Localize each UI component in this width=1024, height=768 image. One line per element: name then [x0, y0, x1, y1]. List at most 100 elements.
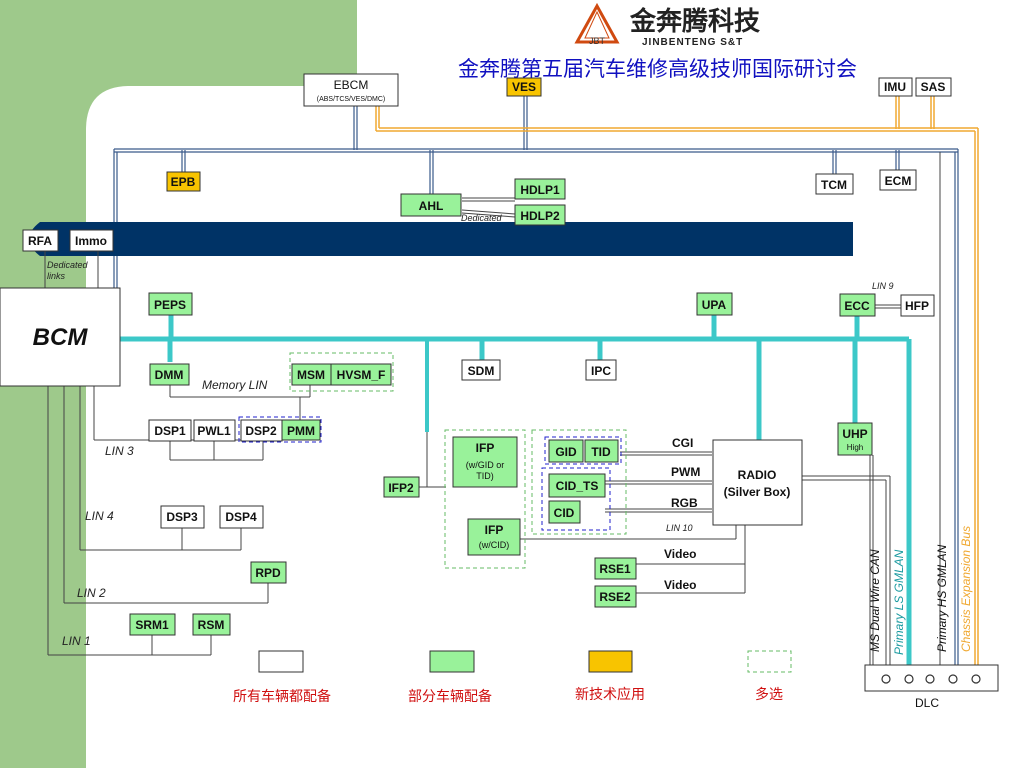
video1-label: Video	[664, 547, 696, 561]
lin2-label: LIN 2	[77, 586, 106, 600]
hfp-module[interactable]	[900, 294, 935, 317]
ebcm-module[interactable]	[303, 73, 399, 107]
dsp4-module[interactable]	[219, 505, 264, 529]
sas-module[interactable]	[915, 77, 952, 97]
legend-swatch-new	[588, 650, 633, 673]
ifp-cid-module[interactable]	[467, 518, 521, 556]
tcm-label: TCM	[821, 178, 847, 192]
pwm-label: PWM	[671, 465, 700, 479]
video2-label: Video	[664, 578, 696, 592]
rfa-label: RFA	[28, 234, 52, 248]
dmm-label: DMM	[155, 368, 184, 382]
tid-label: TID	[591, 445, 611, 459]
ifp-module[interactable]	[452, 436, 518, 488]
ifp2-module[interactable]	[383, 476, 420, 498]
rse1-module[interactable]	[594, 557, 637, 580]
rse2-module[interactable]	[594, 585, 637, 608]
imu-module[interactable]	[878, 77, 913, 97]
ebcm-sublabel: (ABS/TCS/VES/DMC)	[317, 96, 385, 103]
peps-module[interactable]	[148, 292, 193, 316]
cid-label: CID	[554, 506, 575, 520]
upa-module[interactable]	[696, 292, 733, 316]
radio-label: RADIO	[738, 468, 777, 482]
dlc-label: DLC	[915, 696, 939, 710]
sdm-label: SDM	[468, 364, 495, 378]
immo-label: Immo	[75, 234, 107, 248]
legend-some-vehicles: 部分车辆配备	[408, 688, 492, 704]
srm1-label: SRM1	[135, 618, 169, 632]
imu-label: IMU	[884, 80, 906, 94]
pmm-module[interactable]	[281, 419, 321, 441]
rfa-module[interactable]	[22, 229, 59, 252]
lin3-label: LIN 3	[105, 444, 134, 458]
dlc-pins	[881, 674, 981, 684]
hdlp2-module[interactable]	[514, 204, 566, 226]
company-name-en: JINBENTENG S&T	[642, 37, 743, 48]
rsm-module[interactable]	[192, 613, 231, 636]
rgb-label: RGB	[671, 496, 698, 510]
dmm-module[interactable]	[149, 363, 190, 386]
hfp-label: HFP	[905, 299, 929, 313]
dsp2-label: DSP2	[245, 424, 277, 438]
ifp-label: IFP	[476, 441, 495, 455]
dsp1-label: DSP1	[154, 424, 186, 438]
bcm-module[interactable]	[0, 287, 121, 387]
ahl-label: AHL	[419, 199, 444, 213]
immo-module[interactable]	[69, 229, 114, 252]
hs-gmlan-top-bus	[113, 95, 959, 670]
cid-module[interactable]	[548, 500, 581, 524]
sdm-module[interactable]	[461, 359, 501, 381]
epb-label: EPB	[171, 175, 196, 189]
sas-label: SAS	[921, 80, 946, 94]
legend-swatch-all	[258, 650, 304, 673]
srm1-module[interactable]	[129, 613, 176, 636]
ebcm-label: EBCM	[334, 78, 369, 92]
bcm-label: BCM	[33, 324, 89, 351]
lin4-label: LIN 4	[85, 509, 114, 523]
chassis-expansion-bus-lines	[375, 96, 979, 670]
hdlp2-label: HDLP2	[520, 209, 560, 223]
uhp-module[interactable]	[837, 422, 873, 456]
primary-ls-gmlan-label: Primary LS GMLAN	[892, 549, 906, 655]
ifp-cid-sublabel: (w/CID)	[479, 540, 510, 550]
dsp3-label: DSP3	[166, 510, 198, 524]
gid-module[interactable]	[548, 439, 584, 463]
primary-hs-gmlan-label: Primary HS GMLAN	[935, 544, 949, 652]
ifp-cid-label: IFP	[485, 523, 504, 537]
hdlp1-module[interactable]	[514, 178, 566, 200]
ifp2-label: IFP2	[388, 481, 414, 495]
radio-sublabel: (Silver Box)	[724, 485, 791, 499]
dsp1-module[interactable]	[148, 419, 192, 442]
ipc-label: IPC	[591, 364, 611, 378]
gid-label: GID	[555, 445, 577, 459]
dedicated-label: Dedicated	[461, 213, 503, 223]
ipc-module[interactable]	[585, 359, 617, 381]
hvsm-f-module[interactable]	[330, 363, 392, 386]
dsp3-module[interactable]	[160, 505, 205, 529]
optional-groups	[238, 352, 627, 569]
rpd-label: RPD	[255, 566, 281, 580]
pwl1-module[interactable]	[193, 419, 236, 442]
ahl-module[interactable]	[400, 193, 462, 217]
ecc-module[interactable]	[839, 293, 876, 317]
radio-module[interactable]	[712, 439, 803, 526]
memory-lin-label: Memory LIN	[202, 378, 268, 392]
tcm-module[interactable]	[815, 173, 854, 195]
ves-module[interactable]	[506, 77, 542, 97]
msm-label: MSM	[297, 368, 325, 382]
epb-module[interactable]	[166, 171, 201, 192]
company-logo: JBT	[574, 2, 620, 46]
cid-ts-label: CID_TS	[556, 479, 599, 493]
lin-lines	[44, 251, 901, 656]
tid-module[interactable]	[584, 439, 619, 463]
infotainment-links	[419, 152, 941, 670]
legend-swatch-some	[429, 650, 475, 673]
ecm-module[interactable]	[879, 169, 917, 191]
legend: 所有车辆都配备 部分车辆配备 新技术应用 多选	[233, 650, 792, 704]
cid-ts-module[interactable]	[548, 473, 606, 498]
rpd-module[interactable]	[250, 561, 287, 584]
hdlp1-label: HDLP1	[520, 183, 560, 197]
